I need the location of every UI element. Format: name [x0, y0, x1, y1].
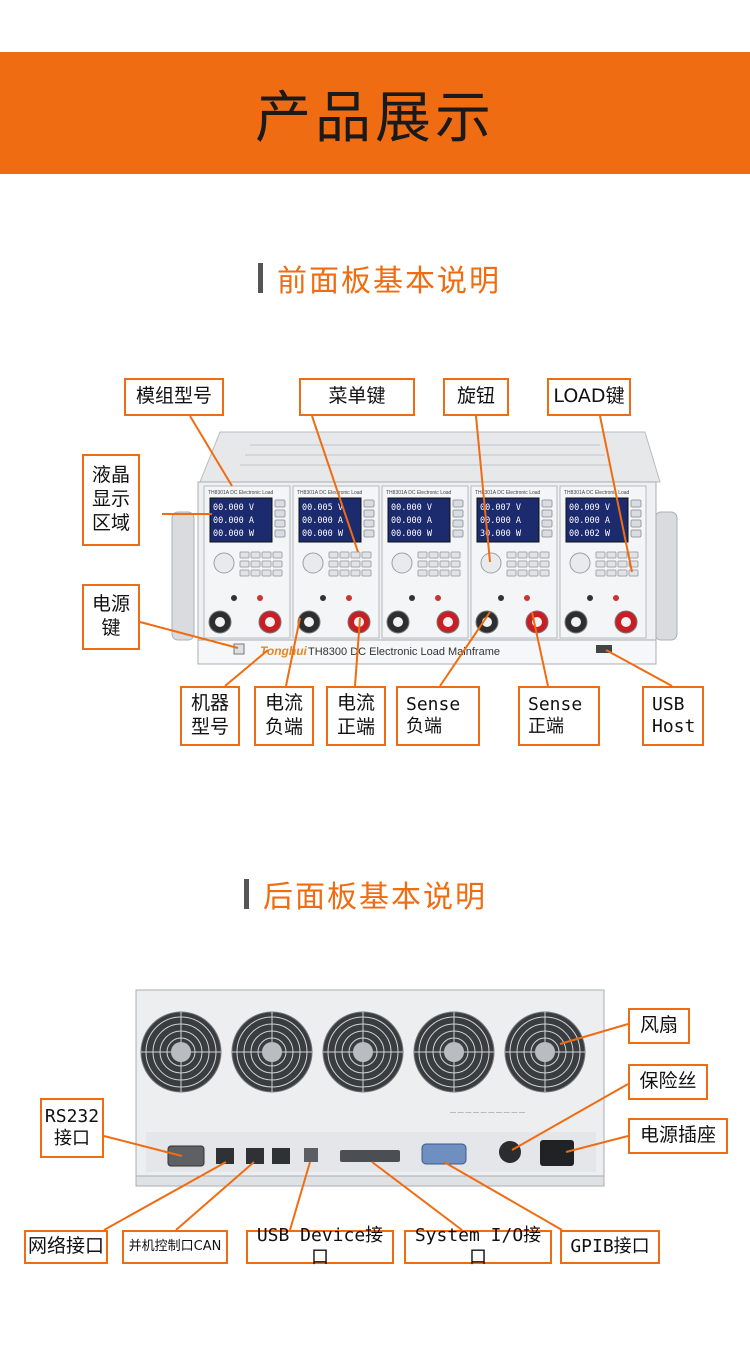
- rear-section-title: 后面板基本说明: [263, 880, 487, 915]
- lcd-reading: 00.002 W: [569, 529, 611, 539]
- lcd-reading: 00.005 V: [302, 503, 343, 513]
- front-section-title: 前面板基本说明: [277, 264, 501, 299]
- brand-label: Tonghui: [260, 644, 308, 658]
- section-bar: [258, 263, 263, 293]
- callout-current-neg: 电流 负端: [254, 686, 314, 746]
- network-port: [216, 1148, 234, 1164]
- module-3: TH8301A DC Electronic Load 00.000 V 00.000…: [381, 485, 469, 639]
- callout-parallel-can: 并机控制口CAN: [122, 1230, 228, 1264]
- callout-load-key: LOAD键: [547, 378, 631, 416]
- callout-usb-device: USB Device接口: [246, 1225, 394, 1268]
- callout-machine-model: 机器 型号: [180, 686, 240, 746]
- module-panels: TH8301A DC Electronic Load 00.000 V 00.000…: [203, 485, 647, 655]
- mainframe-label: TH8300 DC Electronic Load Mainframe: [308, 646, 500, 658]
- front-section-heading: 前面板基本说明: [258, 256, 501, 300]
- fan-3: [322, 1011, 404, 1093]
- rs232-port: [167, 1145, 205, 1167]
- svg-text:— — — — — — — — — —: — — — — — — — — — —: [450, 1110, 525, 1116]
- gpib-port: [421, 1143, 467, 1165]
- callout-module-model: 模组型号: [124, 378, 224, 416]
- system-io-port: [340, 1150, 400, 1162]
- module-5: TH8301A DC Electronic Load 00.009 V 00.000…: [559, 485, 647, 639]
- fan-4: [413, 1011, 495, 1093]
- usb-host-port: [596, 645, 612, 653]
- rear-section-heading: 后面板基本说明: [244, 872, 487, 916]
- callout-current-pos: 电流 正端: [326, 686, 386, 746]
- callout-usb-host: USB Host: [642, 686, 704, 746]
- fan-2: [231, 1011, 313, 1093]
- callout-gpib: GPIB接口: [560, 1230, 660, 1264]
- callout-knob: 旋钮: [443, 378, 509, 416]
- fuse-holder: [499, 1141, 521, 1163]
- lcd-reading: 00.000 A: [391, 516, 432, 526]
- usb-device-port: [304, 1148, 318, 1162]
- lcd-reading: 00.009 V: [569, 503, 610, 513]
- module-label: TH8301A DC Electronic Load: [564, 490, 630, 496]
- can-port-1: [246, 1148, 264, 1164]
- lcd-reading: 00.000 W: [391, 529, 433, 539]
- knob: [391, 552, 413, 574]
- lcd-reading: 00.000 W: [302, 529, 344, 539]
- callout-power-key: 电源 键: [82, 584, 140, 650]
- callout-fuse: 保险丝: [628, 1064, 708, 1100]
- callout-sense-pos: Sense 正端: [518, 686, 600, 746]
- power-key: [233, 643, 245, 655]
- banner-title: 产品展示: [255, 85, 495, 151]
- callout-sense-neg: Sense 负端: [396, 686, 480, 746]
- module-1: TH8301A DC Electronic Load 00.000 V 00.000…: [203, 485, 291, 639]
- lcd-screen: [209, 497, 273, 543]
- lcd-reading: 00.007 V: [480, 503, 521, 513]
- lcd-reading: 00.000 A: [480, 516, 521, 526]
- lcd-reading: 00.000 A: [302, 516, 343, 526]
- module-2: TH8301A DC Electronic Load 00.005 V 00.000…: [292, 485, 380, 639]
- knob: [213, 552, 235, 574]
- knob: [480, 552, 502, 574]
- lcd-reading: 00.000 A: [213, 516, 254, 526]
- lcd-reading: 00.000 V: [391, 503, 432, 513]
- fan-5: [504, 1011, 586, 1093]
- lcd-reading: 00.000 A: [569, 516, 610, 526]
- callout-rs232: RS232 接口: [40, 1098, 104, 1158]
- callout-lcd-area: 液晶 显示 区域: [82, 454, 140, 546]
- lcd-reading: 00.000 W: [213, 529, 255, 539]
- callout-fan: 风扇: [628, 1008, 690, 1044]
- mainframe-label-area: Tonghui TH8300 DC Electronic Load Mainfr…: [260, 644, 500, 658]
- power-socket: [540, 1140, 574, 1166]
- knob: [302, 552, 324, 574]
- lcd-reading: 30.000 W: [480, 529, 522, 539]
- callout-system-io: System I/O接口: [404, 1225, 552, 1268]
- section-bar: [244, 879, 249, 909]
- callout-power-socket: 电源插座: [628, 1118, 728, 1154]
- fan-1: [140, 1011, 222, 1093]
- fan-group: [140, 1011, 586, 1093]
- banner: 产品展示: [0, 52, 750, 174]
- lcd-screen: [298, 497, 362, 543]
- module-label: TH8301A DC Electronic Load: [386, 490, 452, 496]
- callout-menu-key: 菜单键: [299, 378, 415, 416]
- callout-network: 网络接口: [24, 1230, 108, 1264]
- module-label: TH8301A DC Electronic Load: [475, 490, 541, 496]
- can-port-2: [272, 1148, 290, 1164]
- lcd-screen: [387, 497, 451, 543]
- knob: [569, 552, 591, 574]
- module-label: TH8301A DC Electronic Load: [297, 490, 363, 496]
- module-label: TH8301A DC Electronic Load: [208, 490, 274, 496]
- lcd-reading: 00.000 V: [213, 503, 254, 513]
